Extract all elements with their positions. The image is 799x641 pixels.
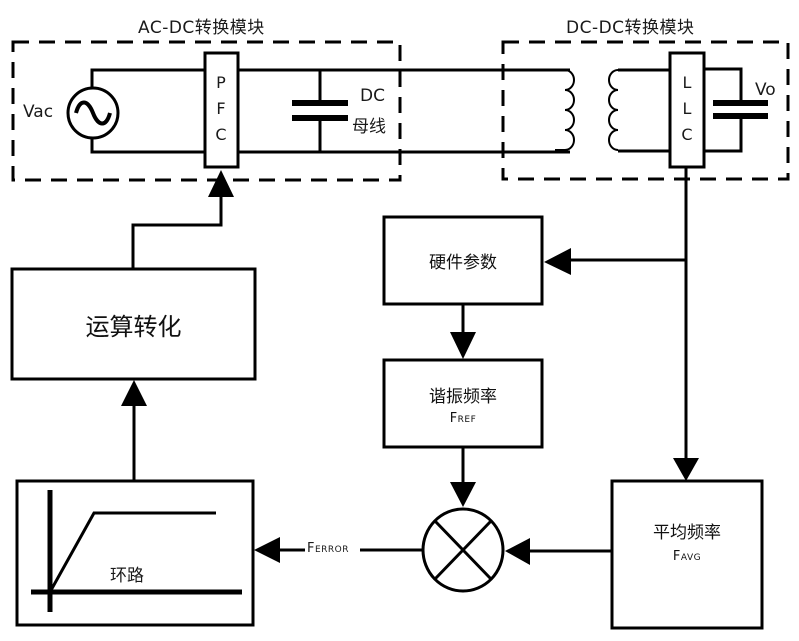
compute-block [10,267,257,381]
dc-bus-label-line1: DC [360,86,385,106]
resonant-freq-label-wrap: 谐振频率 Fref [384,360,542,447]
llc-letter: L [682,73,692,92]
dc-bus-label-line2: 母线 [352,117,386,137]
hardware-params-label: 硬件参数 [429,253,497,273]
hardware-params-block [382,215,544,306]
ac-dc-module-boundary [11,40,402,182]
dc-dc-module-title: DC-DC转换模块 [566,18,695,38]
capacitor-icon [292,100,348,121]
secondary-wiring [618,67,743,153]
arrow-to-junction-top [450,482,476,507]
pfc-letter: C [215,125,227,144]
arrow-to-loop [254,537,280,563]
llc-letter: C [681,125,693,144]
avg-freq-label: 平均频率 [653,523,721,543]
summing-junction-icon [421,507,505,593]
hardware-params-label-wrap: 硬件参数 [384,217,542,304]
compute-block-label-wrap: 运算转化 [12,269,255,379]
ac-source-icon [66,86,120,140]
arrow-to-avg-freq [673,458,699,481]
llc-letter: L [682,99,692,118]
avg-freq-block [610,479,764,630]
output-voltage-label: Vo [755,80,776,100]
llc-label: L L C [677,70,697,148]
dc-bus-wiring [238,68,570,154]
compute-to-pfc-line [131,195,223,269]
dc-dc-module-boundary [501,40,790,181]
arrow-to-hardware-params [544,248,571,275]
pfc-letter: P [216,73,226,92]
pfc-block [203,51,240,169]
pfc-label: P F C [211,70,231,148]
llc-block [668,51,706,169]
ac-source-label: Vac [23,102,54,122]
arrow-to-compute [121,380,147,406]
pfc-letter: F [216,99,226,118]
resonant-freq-label: 谐振频率 [429,386,497,407]
loop-block [15,479,255,627]
transformer-icon [555,69,619,151]
error-signal-label: Ferror [307,541,350,556]
resonant-freq-signal: Fref [449,410,477,426]
arrow-to-resonant-freq [450,332,476,359]
avg-freq-label-wrap: 平均频率 Favg [612,481,762,601]
ramp-saturation-icon [31,490,242,612]
arrow-to-pfc [208,170,234,197]
output-capacitor-icon [713,100,768,119]
avg-freq-signal: Favg [672,549,702,564]
arrow-to-junction-right [505,538,530,565]
compute-block-label: 运算转化 [85,312,182,341]
loop-block-label: 环路 [110,566,144,586]
ac-dc-module-title: AC-DC转换模块 [138,18,265,38]
